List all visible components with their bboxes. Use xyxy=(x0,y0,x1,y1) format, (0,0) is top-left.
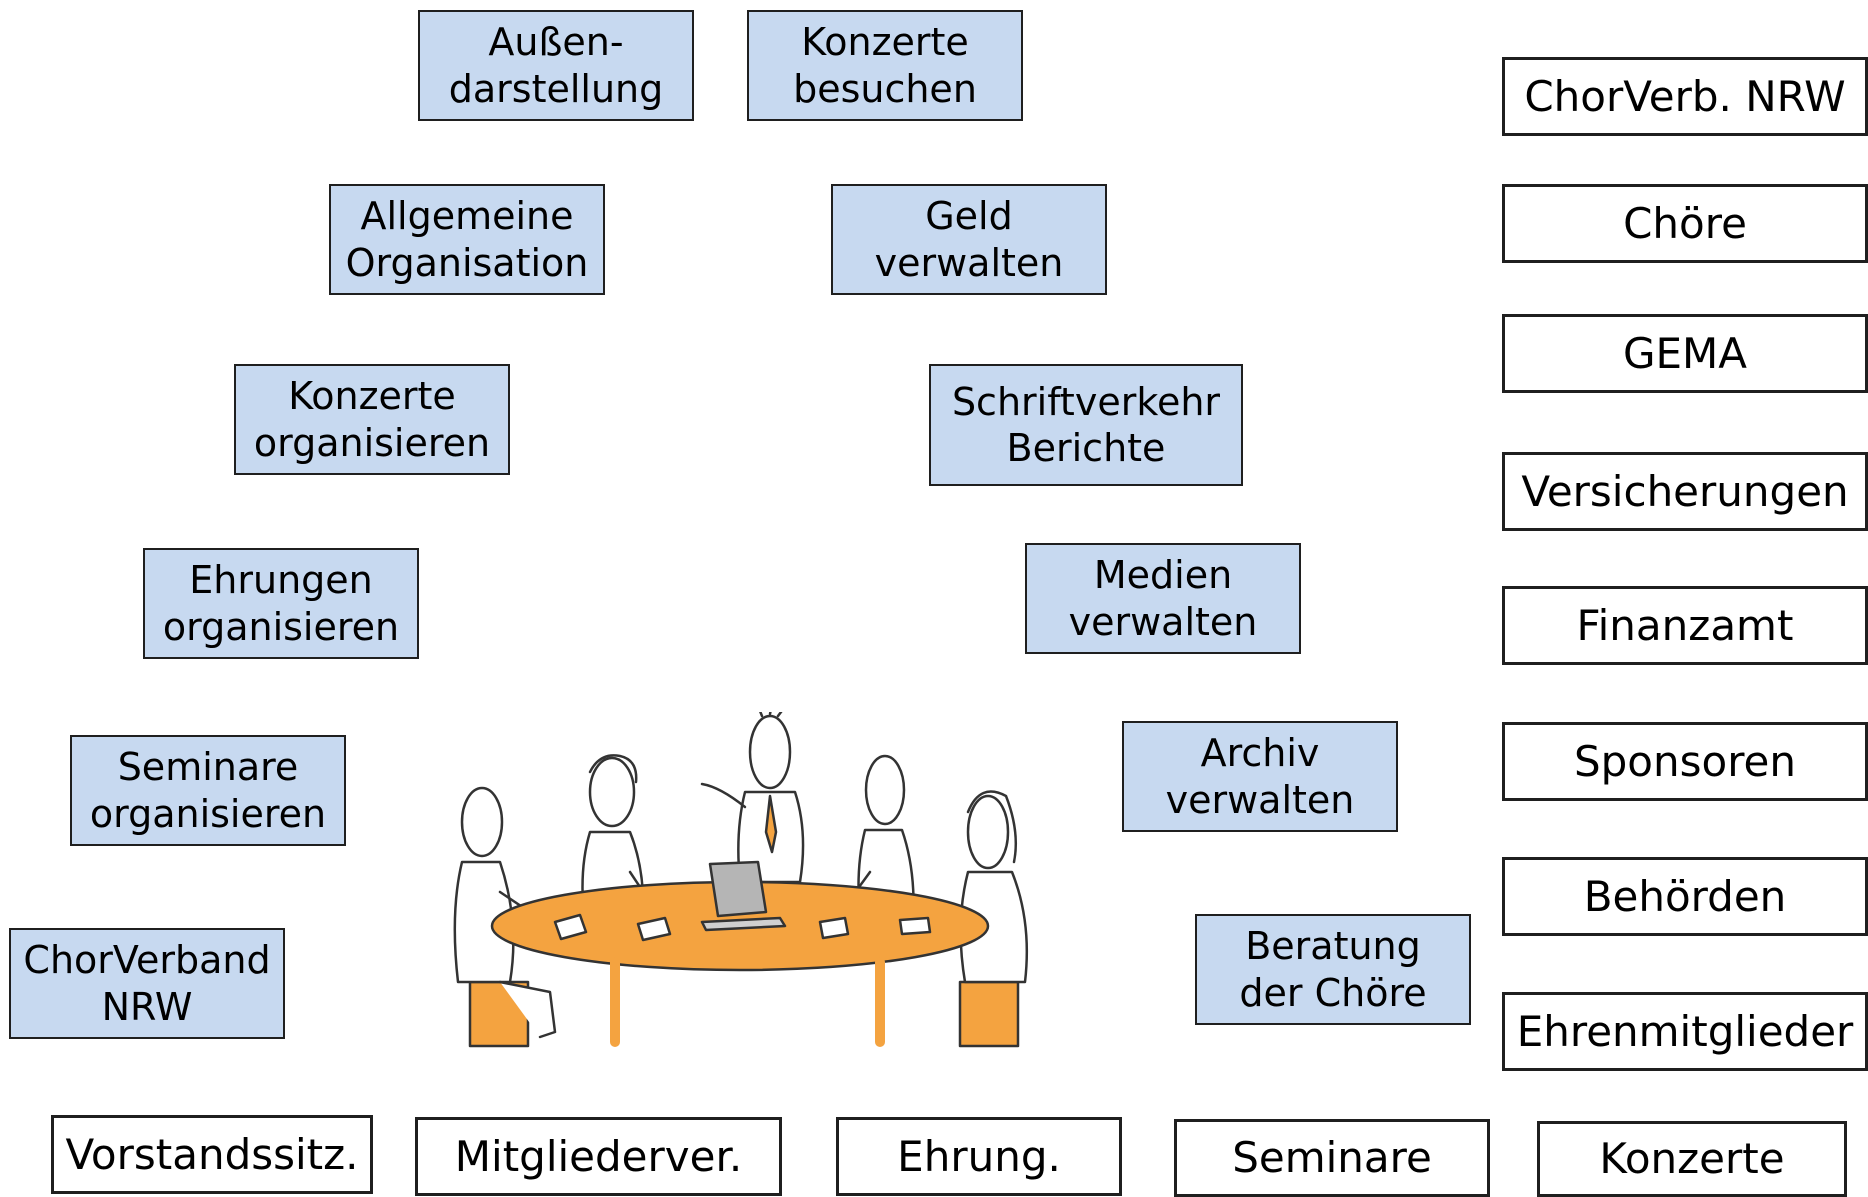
partner-chorverb-nrw: ChorVerb. NRW xyxy=(1502,57,1868,136)
meeting-vorstandssitzung: Vorstandssitz. xyxy=(51,1115,373,1194)
meeting-seminare: Seminare xyxy=(1174,1119,1490,1197)
task-line: Organisation xyxy=(345,240,589,285)
task-line: Allgemeine xyxy=(360,194,574,239)
partner-ehrenmitglieder: Ehrenmitglieder xyxy=(1502,992,1868,1071)
task-seminare-organisieren: Seminare organisieren xyxy=(70,735,346,846)
task-schriftverkehr-berichte: Schriftverkehr Berichte xyxy=(929,364,1243,486)
partner-finanzamt: Finanzamt xyxy=(1502,586,1868,665)
task-line: besuchen xyxy=(793,66,977,111)
partner-versicherungen: Versicherungen xyxy=(1502,452,1868,531)
task-konzerte-besuchen: Konzerte besuchen xyxy=(747,10,1023,121)
task-line: organisieren xyxy=(253,420,491,465)
task-line: verwalten xyxy=(1068,599,1258,644)
task-line: organisieren xyxy=(162,604,400,649)
partner-sponsoren: Sponsoren xyxy=(1502,722,1868,801)
task-line: Ehrungen xyxy=(189,558,373,603)
task-medien-verwalten: Medien verwalten xyxy=(1025,543,1301,654)
task-line: verwalten xyxy=(874,240,1064,285)
task-line: organisieren xyxy=(89,791,327,836)
task-line: der Chöre xyxy=(1239,970,1427,1015)
task-chorverband-nrw: ChorVerband NRW xyxy=(9,928,285,1039)
task-line: Medien xyxy=(1093,553,1233,598)
task-line: Beratung xyxy=(1245,924,1421,969)
task-line: Konzerte xyxy=(801,20,969,65)
task-line: Konzerte xyxy=(288,374,456,419)
meeting-konzerte: Konzerte xyxy=(1537,1121,1847,1197)
task-line: Geld xyxy=(925,194,1013,239)
task-allgemeine-organisation: Allgemeine Organisation xyxy=(329,184,605,295)
partner-behoerden: Behörden xyxy=(1502,857,1868,936)
task-beratung-der-choere: Beratung der Chöre xyxy=(1195,914,1471,1025)
task-line: ChorVerband xyxy=(23,938,271,983)
meeting-mitgliederversammlung: Mitgliederver. xyxy=(415,1117,782,1196)
meeting-ehrung: Ehrung. xyxy=(836,1117,1122,1196)
task-geld-verwalten: Geld verwalten xyxy=(831,184,1107,295)
task-line: Außen- xyxy=(488,20,624,65)
task-line: Seminare xyxy=(117,745,299,790)
meeting-table-icon xyxy=(453,712,1029,1048)
task-line: Archiv xyxy=(1200,731,1320,776)
task-line: Schriftverkehr xyxy=(951,379,1221,424)
task-aussendarstellung: Außen- darstellung xyxy=(418,10,694,121)
partner-gema: GEMA xyxy=(1502,314,1868,393)
task-line: NRW xyxy=(101,984,193,1029)
partner-choere: Chöre xyxy=(1502,184,1868,263)
task-line: Berichte xyxy=(1006,426,1166,470)
task-line: verwalten xyxy=(1165,777,1355,822)
task-ehrungen-organisieren: Ehrungen organisieren xyxy=(143,548,419,659)
task-konzerte-organisieren: Konzerte organisieren xyxy=(234,364,510,475)
task-archiv-verwalten: Archiv verwalten xyxy=(1122,721,1398,832)
task-line: darstellung xyxy=(448,66,664,111)
